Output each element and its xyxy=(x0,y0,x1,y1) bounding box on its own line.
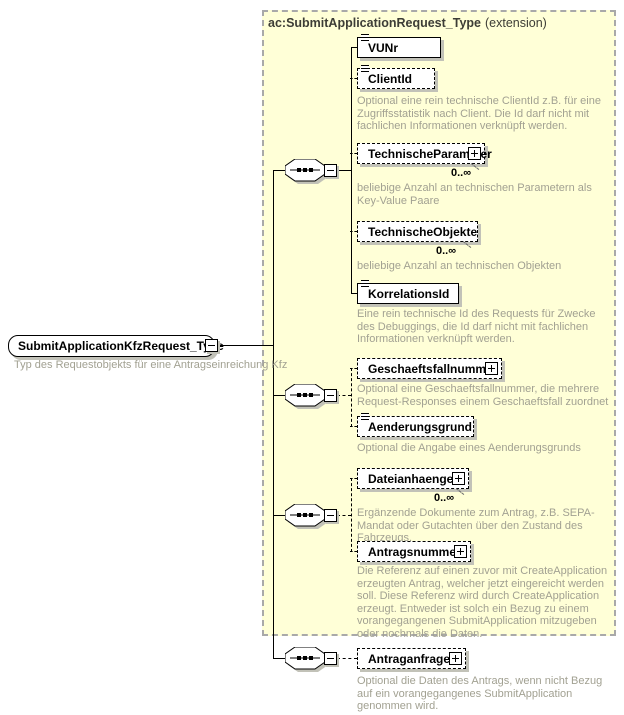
extension-title: ac:SubmitApplicationRequest_Type (extensi… xyxy=(268,16,547,30)
simple-content-icon xyxy=(361,413,369,421)
element-antraganfrage[interactable]: Antraganfrage xyxy=(357,648,466,669)
simple-content-icon xyxy=(361,34,369,42)
element-clientid[interactable]: ClientId xyxy=(357,65,435,89)
simple-content-icon xyxy=(361,280,369,288)
connector-trunk xyxy=(273,170,274,659)
element-submitapplicationkfzrequest-type[interactable]: SubmitApplicationKfzRequest_Type xyxy=(8,335,224,357)
element-label: Geschaeftsfallnummer xyxy=(368,362,498,376)
element-label: Antraganfrage xyxy=(368,652,451,666)
element-aenderungsgrund[interactable]: Aenderungsgrund xyxy=(357,413,474,437)
element-label: Antragsnummer xyxy=(368,545,461,559)
connector-line-optional xyxy=(350,78,357,79)
element-geschaeftsfallnummer[interactable]: Geschaeftsfallnummer xyxy=(357,358,502,379)
sequence-icon xyxy=(284,383,328,409)
collapse-icon[interactable] xyxy=(205,339,218,352)
element-label: KorrelationsId xyxy=(368,287,450,301)
connector-line-optional xyxy=(337,395,351,396)
connector-line xyxy=(351,47,357,48)
sequence-icon xyxy=(284,158,328,184)
connector-line xyxy=(337,170,351,171)
extension-type-name: ac:SubmitApplicationRequest_Type xyxy=(268,16,481,30)
connector-child-trunk-optional xyxy=(351,368,352,427)
sequence-compositor xyxy=(284,383,343,410)
element-label: Dateianhaenge xyxy=(368,472,454,486)
element-label: ClientId xyxy=(368,72,412,86)
element-label: Aenderungsgrund xyxy=(368,420,472,434)
connector-child-trunk-optional xyxy=(351,478,352,552)
annotation: Eine rein technische Id des Requests für… xyxy=(357,308,596,345)
connector-line xyxy=(273,658,285,659)
annotation: beliebige Anzahl an technischen Objekten xyxy=(357,260,562,272)
element-label: SubmitApplicationKfzRequest_Type xyxy=(18,339,224,353)
connector-line xyxy=(351,293,357,294)
element-label: TechnischeObjekte xyxy=(368,225,478,239)
connector-line xyxy=(273,395,285,396)
element-label: VUNr xyxy=(368,41,399,55)
sequence-compositor xyxy=(284,503,343,530)
extension-suffix: (extension) xyxy=(485,16,547,30)
root-annotation: Typ des Requestobjekts für eine Antragse… xyxy=(14,359,288,371)
expand-icon[interactable] xyxy=(449,652,462,665)
sequence-icon xyxy=(284,503,328,529)
connector-line-optional xyxy=(350,478,357,479)
annotation: Optional eine rein technische ClientId z… xyxy=(357,95,601,132)
element-technische-objekte[interactable]: TechnischeObjekte xyxy=(357,221,478,242)
expand-icon[interactable] xyxy=(454,545,467,558)
expand-icon[interactable] xyxy=(485,362,498,375)
element-technische-parameter[interactable]: TechnischeParameter xyxy=(357,143,492,164)
element-label: TechnischeParameter xyxy=(368,147,492,161)
occurs-label: 0..∞ xyxy=(436,245,457,257)
element-vunr[interactable]: VUNr xyxy=(357,34,441,58)
connector-line xyxy=(273,170,285,171)
element-dateianhaenge[interactable]: Dateianhaenge xyxy=(357,468,469,489)
connector-line-optional xyxy=(337,658,357,659)
sequence-compositor xyxy=(284,158,343,185)
element-antragsnummer[interactable]: Antragsnummer xyxy=(357,541,471,562)
annotation: Die Referenz auf einen zuvor mit CreateA… xyxy=(357,565,608,640)
expand-icon[interactable] xyxy=(468,147,481,160)
connector-line-optional xyxy=(350,551,357,552)
annotation: beliebige Anzahl an technischen Paramete… xyxy=(357,182,592,207)
element-korrelationsid[interactable]: KorrelationsId xyxy=(357,280,459,304)
collapse-icon[interactable] xyxy=(324,164,337,177)
annotation: Optional die Daten des Antrags, wenn nic… xyxy=(357,675,603,712)
connector-line-optional xyxy=(350,153,357,154)
connector-child-trunk xyxy=(351,47,352,294)
annotation: Ergänzende Dokumente zum Antrag, z.B. SE… xyxy=(357,507,595,544)
extension-container xyxy=(262,10,616,636)
annotation: Optional die Angabe eines Aenderungsgrun… xyxy=(357,442,581,454)
sequence-icon xyxy=(284,646,328,672)
annotation: Optional eine Geschaeftsfallnummer, die … xyxy=(357,383,609,408)
collapse-icon[interactable] xyxy=(324,509,337,522)
connector-line xyxy=(218,345,273,346)
connector-line-optional xyxy=(350,426,357,427)
collapse-icon[interactable] xyxy=(324,389,337,402)
sequence-compositor xyxy=(284,646,343,673)
connector-line-optional xyxy=(337,515,351,516)
connector-line xyxy=(273,515,285,516)
connector-line-optional xyxy=(350,231,357,232)
simple-content-icon xyxy=(361,65,369,73)
connector-line-optional xyxy=(350,368,357,369)
expand-icon[interactable] xyxy=(452,472,465,485)
collapse-icon[interactable] xyxy=(324,652,337,665)
occurs-label: 0..∞ xyxy=(451,167,472,179)
occurs-label: 0..∞ xyxy=(434,492,455,504)
